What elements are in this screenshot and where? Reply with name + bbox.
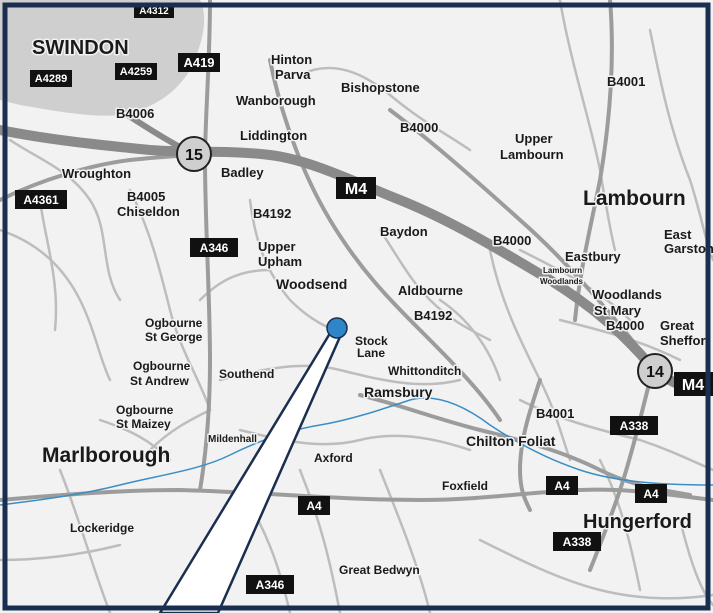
- shield-a338-bottom: A338: [553, 532, 601, 551]
- label-ogbourne-st-george-2: St George: [145, 330, 203, 344]
- label-east-garston-1: East: [664, 227, 692, 242]
- junction-14-label: 14: [646, 364, 664, 381]
- shield-a4-right-2-label: A4: [643, 487, 659, 501]
- label-upper-lambourn-2: Lambourn: [500, 147, 564, 162]
- junction-15-label: 15: [185, 147, 203, 164]
- label-liddington: Liddington: [240, 128, 307, 143]
- label-foxfield: Foxfield: [442, 479, 488, 493]
- label-b4192-b: B4192: [414, 308, 452, 323]
- label-stock-lane-1: Stock: [355, 334, 388, 348]
- label-southend: Southend: [219, 367, 274, 381]
- shield-a338-top-label: A338: [620, 419, 649, 433]
- road-shields: A4312 A4289 A4259 A419 A4361 A346 M4 M4 …: [15, 3, 713, 594]
- label-lockeridge: Lockeridge: [70, 521, 134, 535]
- label-great-shefford-2: Sheffor: [660, 333, 706, 348]
- shield-a346-bottom: A346: [246, 575, 294, 594]
- label-upper-upham-1: Upper: [258, 239, 296, 254]
- shield-a4259-label: A4259: [120, 66, 152, 78]
- label-woodsend: Woodsend: [276, 276, 347, 292]
- label-b4000-a: B4000: [400, 120, 438, 135]
- m4-motorway: [0, 125, 713, 395]
- label-upper-upham-2: Upham: [258, 254, 302, 269]
- label-ogbourne-st-george-1: Ogbourne: [145, 316, 203, 330]
- label-hinton-parva-1: Hinton: [271, 52, 312, 67]
- label-east-garston-2: Garston: [664, 241, 713, 256]
- b4001-road-south: [517, 378, 542, 512]
- shield-a419-label: A419: [183, 55, 214, 70]
- label-b4005: B4005: [127, 189, 165, 204]
- label-great-shefford-1: Great: [660, 318, 695, 333]
- label-chiseldon: Chiseldon: [117, 204, 180, 219]
- town-hungerford: Hungerford: [583, 511, 692, 533]
- label-ogbourne-st-maizey-2: St Maizey: [116, 417, 171, 431]
- shield-a4361-label: A4361: [23, 193, 59, 207]
- label-lambourn-woodlands-2: Woodlands: [540, 277, 584, 286]
- label-wroughton: Wroughton: [62, 166, 131, 181]
- label-ogbourne-st-andrew-2: St Andrew: [130, 374, 190, 388]
- label-great-bedwyn: Great Bedwyn: [339, 563, 420, 577]
- label-b4006: B4006: [116, 106, 154, 121]
- shield-a346-top: A346: [190, 238, 238, 257]
- label-ramsbury: Ramsbury: [364, 384, 433, 400]
- b4000-road: [388, 108, 642, 352]
- shield-a4259: A4259: [115, 63, 157, 80]
- label-baydon: Baydon: [380, 224, 428, 239]
- town-labels: SWINDON Lambourn Marlborough Hungerford: [31, 36, 694, 535]
- junction-15: 15: [176, 136, 212, 172]
- label-bishopstone: Bishopstone: [341, 80, 420, 95]
- label-b4001-bottom: B4001: [536, 406, 574, 421]
- shield-a4361: A4361: [15, 190, 67, 209]
- a4-road: [0, 487, 713, 503]
- junction-14: 14: [637, 353, 673, 389]
- label-stock-lane-2: Lane: [357, 346, 385, 360]
- shield-m4-center-label: M4: [345, 181, 367, 198]
- label-mildenhall: Mildenhall: [208, 434, 257, 445]
- label-aldbourne: Aldbourne: [398, 283, 463, 298]
- label-badley: Badley: [221, 165, 264, 180]
- label-woodlands-st-mary-2: St Mary: [594, 303, 642, 318]
- location-marker[interactable]: [326, 317, 348, 339]
- label-hinton-parva-2: Parva: [275, 67, 311, 82]
- shield-a346-top-label: A346: [200, 241, 229, 255]
- shield-m4-center: M4: [336, 177, 376, 199]
- shield-a4-center: A4: [298, 496, 330, 515]
- label-ogbourne-st-maizey-1: Ogbourne: [116, 403, 174, 417]
- label-ogbourne-st-andrew-1: Ogbourne: [133, 359, 191, 373]
- town-marlborough: Marlborough: [42, 444, 170, 467]
- label-upper-lambourn-1: Upper: [515, 131, 553, 146]
- label-axford: Axford: [314, 451, 353, 465]
- shield-a4289: A4289: [30, 70, 72, 87]
- shield-a338-top: A338: [610, 416, 658, 435]
- b4192-road: [268, 58, 502, 422]
- b4001-road-north: [573, 0, 614, 322]
- river-kennet: [0, 397, 713, 506]
- shield-a419: A419: [178, 53, 220, 72]
- shield-a346-bottom-label: A346: [256, 578, 285, 592]
- shield-a338-bottom-label: A338: [563, 535, 592, 549]
- shield-a4289-label: A4289: [35, 73, 67, 85]
- label-b4000-b: B4000: [493, 233, 531, 248]
- label-b4192-a: B4192: [253, 206, 291, 221]
- shield-a4-right-1-label: A4: [554, 479, 570, 493]
- label-wanborough: Wanborough: [236, 93, 316, 108]
- shield-m4-right-label: M4: [682, 377, 704, 394]
- label-eastbury: Eastbury: [565, 249, 621, 264]
- label-whittonditch: Whittonditch: [388, 364, 461, 378]
- shield-a4-right-1: A4: [546, 476, 578, 495]
- label-woodlands-st-mary-1: Woodlands: [592, 287, 662, 302]
- label-b4001-top: B4001: [607, 74, 645, 89]
- shield-a4-center-label: A4: [306, 499, 322, 513]
- shield-a4312-label: A4312: [139, 6, 169, 17]
- town-swindon: SWINDON: [32, 37, 129, 59]
- village-labels: Hinton Parva Bishopstone Wanborough Lidd…: [61, 51, 713, 579]
- label-chilton-foliat: Chilton Foliat: [466, 433, 556, 449]
- town-lambourn: Lambourn: [583, 187, 686, 210]
- b-road-labels: B4006 B4000 B4001 B4005 B4192 B4000 B419…: [115, 73, 647, 423]
- label-lambourn-woodlands-1: Lambourn: [543, 266, 582, 275]
- shield-a4-right-2: A4: [635, 484, 667, 503]
- label-b4000-c: B4000: [606, 318, 644, 333]
